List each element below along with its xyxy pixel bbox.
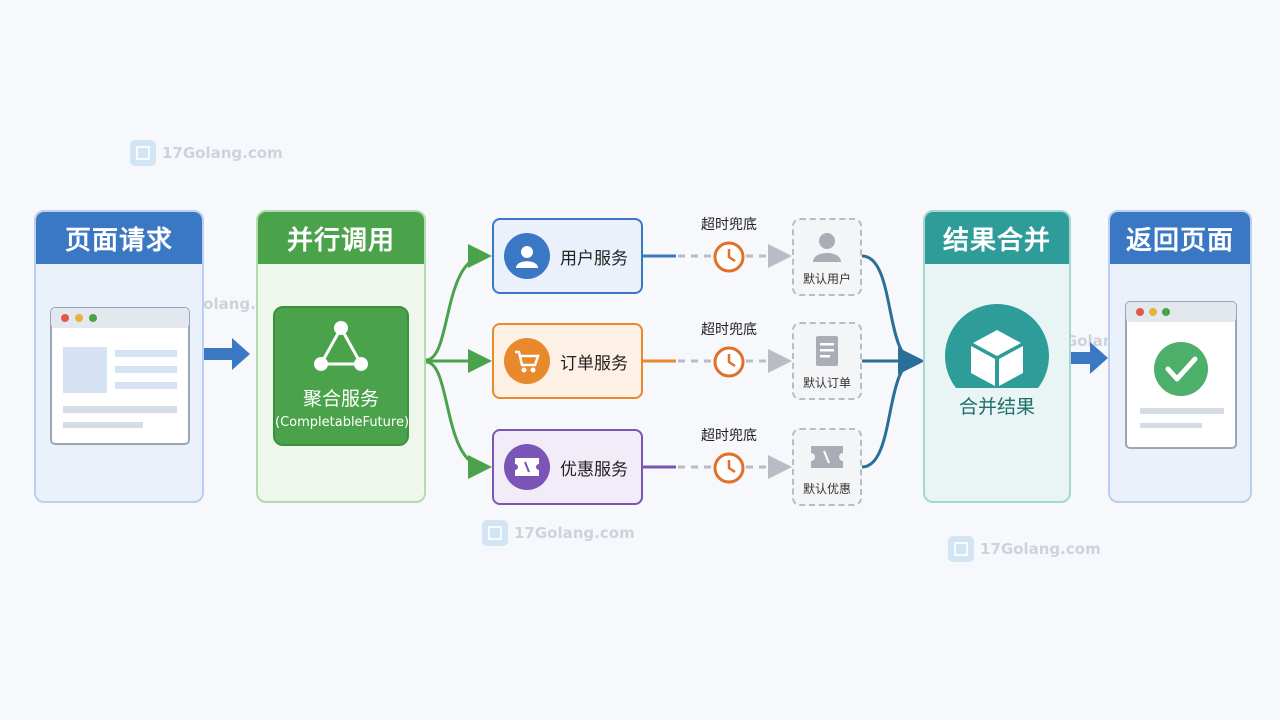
browser-success-icon [1125, 301, 1237, 449]
service-label: 用户服务 [560, 248, 628, 269]
watermark: 17Golang.com [948, 536, 1101, 562]
timeout-label: 超时兜底 [701, 217, 757, 233]
return-column: 返回页面 [1108, 210, 1252, 503]
service-label: 优惠服务 [560, 459, 628, 480]
watermark-text: 17Golang.com [514, 524, 635, 542]
watermark: 17Golang.com [130, 140, 283, 166]
service-box-coupon: 优惠服务 [492, 429, 643, 505]
timeout-label: 超时兜底 [701, 322, 757, 338]
request-column-title: 页面请求 [36, 212, 202, 264]
fallback-box-order: 默认订单 [792, 322, 862, 400]
user-silhouette-icon [812, 230, 842, 264]
watermark-text: 17Golang.com [162, 144, 283, 162]
cube-icon [945, 304, 1049, 408]
fallback-label: 默认用户 [802, 272, 851, 286]
request-column: 页面请求 [34, 210, 204, 503]
watermark: 17Golang.com [482, 520, 635, 546]
merge-column-title: 结果合并 [925, 212, 1069, 264]
service-box-user: 用户服务 [492, 218, 643, 294]
aggregator-service-box: 聚合服务 (CompletableFuture) [273, 306, 409, 446]
fallback-label: 默认优惠 [802, 482, 851, 496]
arrow-to-coupon-service [425, 360, 492, 479]
ticket-icon [809, 440, 845, 474]
arrow-to-user-service [425, 244, 492, 362]
ticket-icon [504, 444, 550, 490]
fallback-label: 默认订单 [802, 376, 851, 390]
arrow-coupon-to-merge [861, 359, 917, 469]
watermark-text: 17Golang.com [980, 540, 1101, 558]
user-icon [504, 233, 550, 279]
aggregator-sublabel: (CompletableFuture) [275, 415, 410, 430]
merge-label: 合并结果 [958, 396, 1035, 418]
network-triangle-icon [314, 321, 368, 371]
cart-icon [504, 338, 550, 384]
browser-page-icon [50, 307, 190, 445]
return-column-title: 返回页面 [1110, 212, 1250, 264]
arrow-request-to-parallel [204, 338, 250, 370]
timer-clock-icon [713, 241, 745, 273]
merge-column: 结果合并 合并结果 [923, 210, 1071, 503]
timeout-label: 超时兜底 [701, 428, 757, 444]
timer-clock-icon [713, 346, 745, 378]
watermark-logo-icon [482, 520, 508, 546]
arrow-user-to-merge [861, 254, 917, 363]
timer-clock-icon [713, 452, 745, 484]
document-icon [814, 334, 840, 368]
parallel-column-title: 并行调用 [258, 212, 424, 264]
fallback-box-coupon: 默认优惠 [792, 428, 862, 506]
watermark-logo-icon [948, 536, 974, 562]
arrow-merge-to-return [1070, 342, 1108, 374]
service-box-order: 订单服务 [492, 323, 643, 399]
aggregator-label: 聚合服务 [302, 388, 379, 410]
watermark-logo-icon [130, 140, 156, 166]
service-label: 订单服务 [560, 353, 628, 374]
fallback-box-user: 默认用户 [792, 218, 862, 296]
